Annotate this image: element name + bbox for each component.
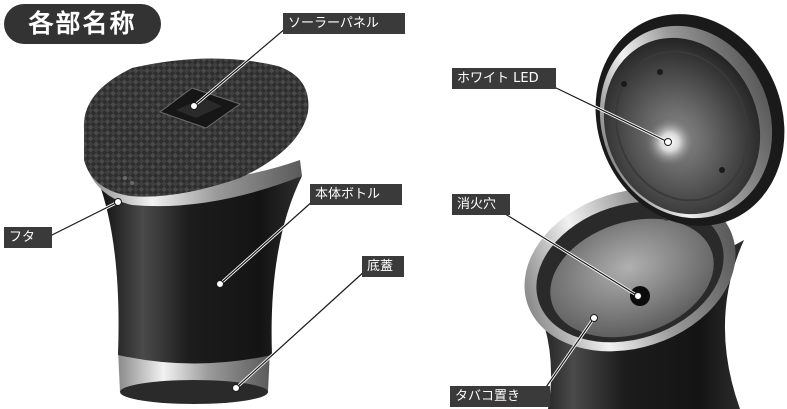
label-tobacco-rest: タバコ置き [450,386,550,407]
leader-dots [114,102,672,392]
closed-ashtray [83,58,309,404]
label-white-led: ホワイト LED [452,68,556,89]
label-bottom-cover: 底蓋 [362,256,404,277]
label-lid: フタ [4,227,52,248]
label-extinguish-hole: 消火穴 [452,194,510,215]
leader-lines-inner [49,27,669,391]
label-body-bottle: 本体ボトル [310,184,402,205]
open-ashtray [524,14,785,409]
page-title: 各部名称 [4,4,161,44]
label-solar-panel: ソーラーパネル [283,13,405,34]
